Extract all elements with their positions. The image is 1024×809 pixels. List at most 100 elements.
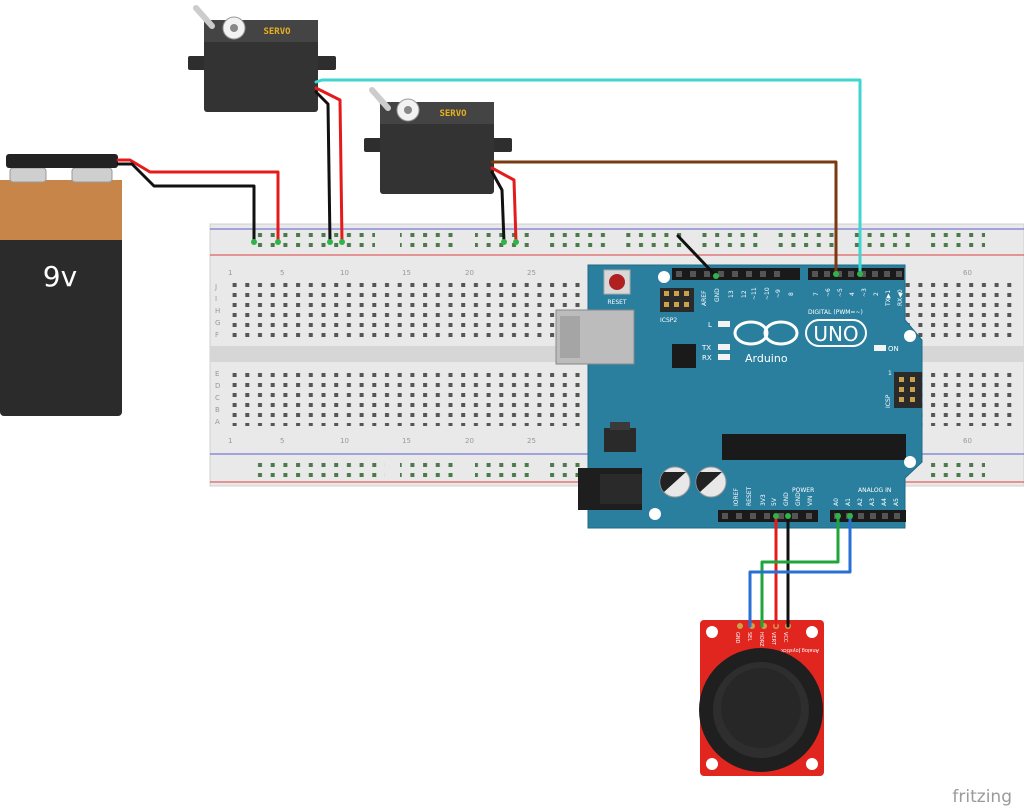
- wire-joystick-horz: [760, 514, 840, 628]
- connection-point: [847, 513, 853, 519]
- voltage-regulator: [604, 428, 636, 452]
- col-number: 1: [228, 269, 232, 277]
- joystick-module: GND SEL HORZ VERT VCC Analog Joystick: [699, 620, 824, 776]
- wire-battery-negative: [116, 162, 256, 244]
- wire-servo-top-power: [314, 86, 344, 244]
- pin-label: A0: [833, 498, 840, 506]
- pin-label: A2: [857, 498, 864, 506]
- row-letter: B: [215, 406, 220, 414]
- top-power-rail: [210, 228, 1024, 256]
- rx-label: RX: [702, 354, 712, 362]
- microcontroller-chip: [722, 434, 906, 460]
- tx-label: TX: [701, 344, 711, 352]
- pin-label: ~3: [861, 288, 868, 297]
- pin-label: TX▶1: [885, 290, 892, 307]
- battery-9v: 9v: [0, 154, 122, 416]
- wire-servo-top-ground: [314, 90, 332, 244]
- connection-point: [251, 239, 257, 245]
- pin-label: 12: [741, 290, 748, 298]
- l-label: L: [708, 321, 712, 329]
- l-led: [718, 321, 730, 327]
- row-letter: J: [214, 283, 217, 291]
- col-number: 20: [465, 269, 474, 277]
- arduino-uno-board: RESET ICSP2 L TX RX ON: [555, 264, 923, 529]
- joystick-pin-label: HORZ: [758, 632, 764, 647]
- pin-label: A5: [893, 498, 900, 506]
- pin-label: A4: [881, 498, 888, 506]
- connection-point: [785, 513, 791, 519]
- pin-label: ~6: [825, 288, 832, 297]
- analog-label: ANALOG IN: [858, 487, 891, 494]
- pin-label: AREF: [701, 290, 708, 306]
- col-number: 1: [228, 437, 232, 445]
- joystick-pin-label: GND: [734, 632, 740, 644]
- pin-label: 5V: [771, 497, 778, 506]
- row-letter: E: [215, 370, 219, 378]
- row-letter: I: [215, 295, 217, 303]
- joystick-pin-label: VCC: [782, 632, 788, 643]
- col-number: 20: [465, 437, 474, 445]
- uno-label: UNO: [813, 322, 858, 346]
- pin-label: ~10: [764, 287, 771, 300]
- col-number: 60: [963, 269, 972, 277]
- usb-chip: [672, 344, 696, 368]
- digital-label: DIGITAL (PWM=~): [808, 309, 863, 316]
- pin-label: A3: [869, 498, 876, 506]
- on-label: ON: [888, 345, 899, 353]
- tx-led: [718, 344, 730, 350]
- connection-point: [857, 271, 863, 277]
- joystick-title: Analog Joystick: [781, 647, 819, 653]
- fritzing-credit: fritzing: [952, 787, 1012, 807]
- arduino-logo: Arduino UNO: [733, 319, 867, 365]
- col-number: 10: [340, 437, 349, 445]
- wires: [116, 78, 862, 628]
- pin-label: 13: [728, 290, 735, 298]
- icsp2-label: ICSP2: [660, 317, 677, 324]
- row-letter: C: [215, 394, 220, 402]
- row-letter: H: [215, 307, 220, 315]
- battery-label: 9v: [43, 260, 77, 293]
- row-letter: D: [215, 382, 220, 390]
- servo-motor-top: SERVO: [188, 5, 336, 112]
- rx-led: [718, 354, 730, 360]
- pin-label: GND: [795, 492, 802, 506]
- servo-label: SERVO: [439, 109, 467, 119]
- col-number: 10: [340, 269, 349, 277]
- col-number: 25: [527, 437, 536, 445]
- row-letter: G: [215, 319, 220, 327]
- col-number: 15: [402, 437, 411, 445]
- wire-joystick-vert: [748, 514, 852, 628]
- reset-label: RESET: [607, 299, 627, 306]
- wire-arduino-gnd: [676, 234, 718, 278]
- wire-battery-positive: [116, 158, 280, 244]
- connection-point: [713, 273, 719, 279]
- on-led: [874, 345, 886, 351]
- pin-label: ~9: [775, 289, 782, 298]
- col-number: 5: [280, 437, 284, 445]
- wire-servo-top-signal: [314, 78, 862, 276]
- wire-servo-mid-ground: [490, 170, 506, 244]
- pin-label: VIN: [807, 496, 814, 506]
- wire-servo-mid-signal: [490, 160, 838, 276]
- pin-label: ~11: [751, 287, 758, 300]
- pin-label: RESET: [746, 486, 753, 506]
- power-label: POWER: [792, 487, 814, 494]
- connection-point: [501, 239, 507, 245]
- pin-label: IOREF: [733, 488, 740, 506]
- icsp-header: [894, 372, 922, 408]
- pin-label: 3V3: [760, 494, 767, 506]
- joystick-pin-label: VERT: [770, 632, 776, 646]
- col-number: 60: [963, 437, 972, 445]
- col-number: 5: [280, 269, 284, 277]
- joystick-pin-label: SEL: [746, 632, 752, 641]
- icsp-label: ICSP: [885, 394, 892, 408]
- connection-point: [275, 239, 281, 245]
- icsp-pin1-label: 1: [888, 370, 892, 377]
- pin-label: A1: [845, 498, 852, 506]
- pin-label: 7: [813, 292, 820, 296]
- servo-motor-middle: SERVO: [364, 87, 512, 194]
- pin-label: 4: [849, 292, 856, 296]
- connection-point: [833, 271, 839, 277]
- connection-point: [327, 239, 333, 245]
